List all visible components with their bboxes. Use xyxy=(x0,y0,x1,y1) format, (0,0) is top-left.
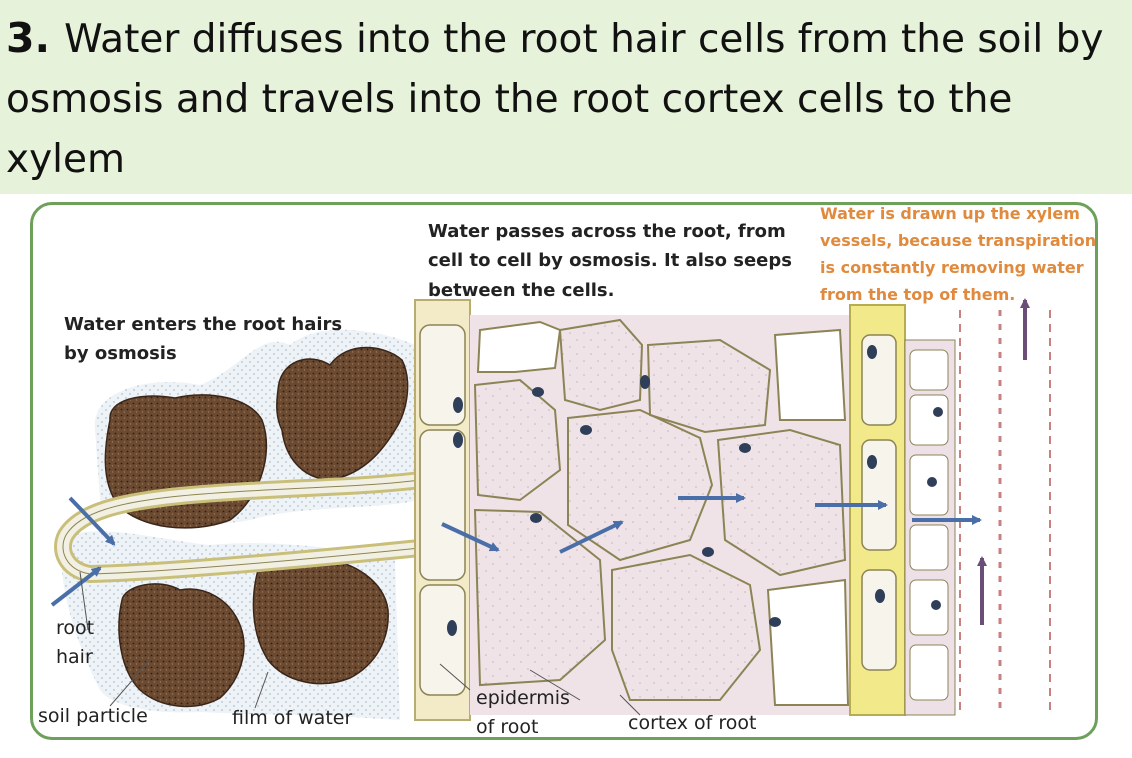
title-text: Water diffuses into the root hair cells … xyxy=(6,17,1104,182)
label-epidermis: epidermis of root xyxy=(476,687,576,738)
leader-lines xyxy=(79,571,641,716)
cortex-cell xyxy=(611,553,762,701)
label-cortex: cortex of root xyxy=(628,712,756,734)
arrow-icon xyxy=(441,522,500,552)
xylem-region xyxy=(849,304,1051,716)
page-title: 3.Water diffuses into the root hair cell… xyxy=(6,8,1126,190)
epidermis-cells xyxy=(414,299,471,721)
label-film-of-water: film of water xyxy=(232,707,352,729)
cortex-cell xyxy=(567,408,714,562)
label-soil-particle: soil particle xyxy=(38,705,148,727)
soil-particle xyxy=(276,346,409,481)
label-root-hair: root hair xyxy=(56,617,100,668)
header-banner: 3.Water diffuses into the root hair cell… xyxy=(0,0,1132,194)
cortex-cell xyxy=(773,328,847,421)
root-hair xyxy=(54,471,422,583)
arrow-icon xyxy=(559,520,624,554)
arrow-icon xyxy=(68,496,116,546)
cortex-cell xyxy=(716,428,847,577)
soil-particle xyxy=(118,583,245,708)
annotation-root-hairs: Water enters the root hairs by osmosis xyxy=(64,314,348,364)
title-number: 3. xyxy=(6,14,51,62)
cortex-cell xyxy=(473,378,562,502)
annotation-xylem: Water is drawn up the xylem vessels, bec… xyxy=(820,204,1102,304)
water-flow-arrows xyxy=(50,298,1030,625)
arrow-icon xyxy=(50,566,102,607)
cortex-cells xyxy=(470,315,850,715)
annotation-across-root: Water passes across the root, from cell … xyxy=(428,221,798,301)
cortex-cell xyxy=(476,320,562,373)
cortex-cell xyxy=(766,578,850,706)
cortex-cell xyxy=(558,318,644,412)
cortex-cell xyxy=(473,508,607,687)
